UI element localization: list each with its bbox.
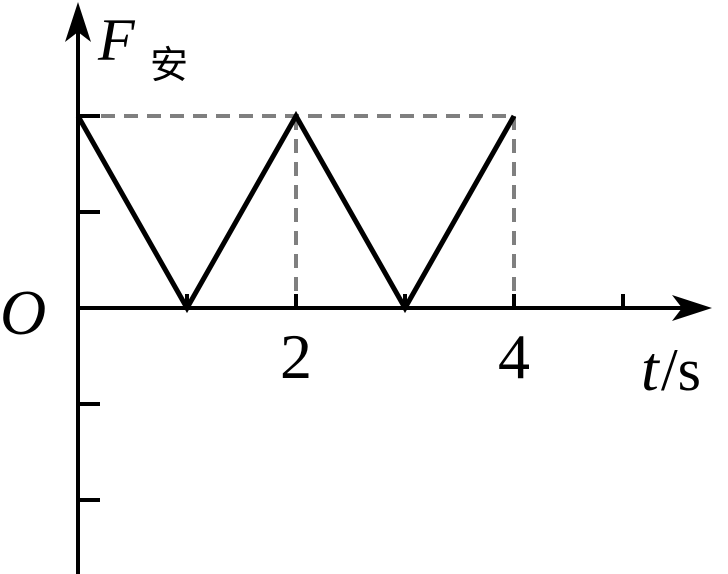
x-axis-symbol: t: [641, 333, 661, 404]
x-tick-label-2: 2: [280, 321, 312, 392]
axis-labels: F 安 O t /s: [0, 7, 701, 404]
x-axis-unit: /s: [661, 337, 701, 403]
plot-series: [75, 110, 517, 314]
y-axis-arrowhead: [65, 2, 91, 42]
x-tick-label-4: 4: [498, 321, 530, 392]
axes: [65, 2, 712, 574]
x-axis-arrowhead: [672, 295, 712, 321]
axis-ticks: [78, 114, 625, 502]
reference-lines: [78, 114, 516, 308]
y-axis-symbol: F: [97, 7, 136, 73]
y-axis-subscript: 安: [150, 45, 188, 87]
series-line-1: [75, 110, 517, 314]
origin-label: O: [0, 277, 46, 348]
